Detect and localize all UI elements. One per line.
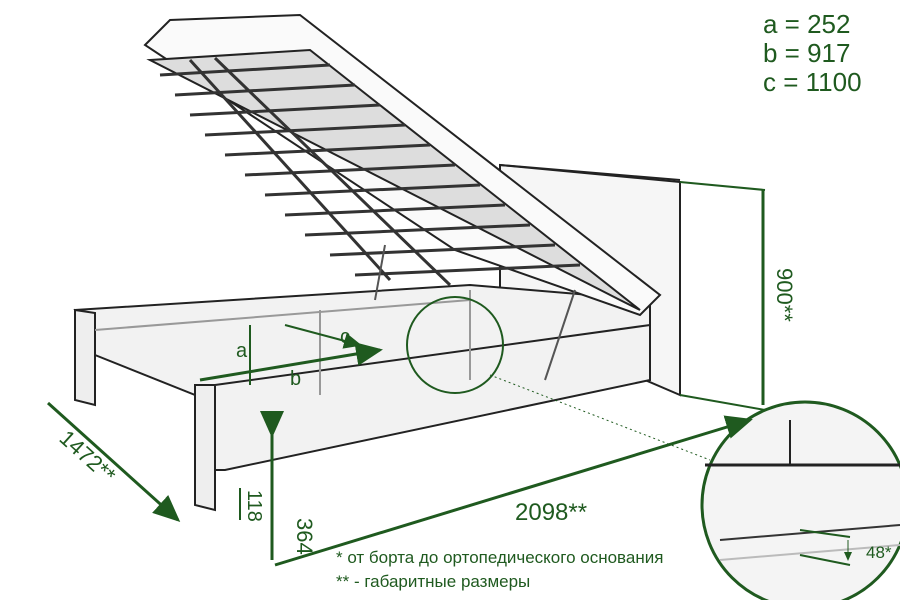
dimension-lines [46,181,766,567]
footnote-2: ** - габаритные размеры [336,572,531,591]
lifted-orthopedic-base [143,13,662,381]
dim-width: 1472** [55,425,121,488]
dim-leg-height: 118 [243,490,265,522]
dim-detail-gap: 48* [866,543,892,562]
footnote-1: * от борта до ортопедического основания [336,548,664,567]
legend-a: a = 252 [763,9,851,39]
legend-b: b = 917 [763,38,851,68]
dimension-legend: a = 252 b = 917 c = 1100 [763,10,862,97]
dim-side-height: 364 [292,518,317,555]
dim-length: 2098** [515,499,587,526]
label-b: b [290,368,301,390]
legend-c: c = 1100 [763,67,862,97]
label-c: c [340,326,350,348]
label-a: a [236,340,248,362]
dim-height: 900** [772,268,797,322]
detail-magnifier [406,296,900,600]
